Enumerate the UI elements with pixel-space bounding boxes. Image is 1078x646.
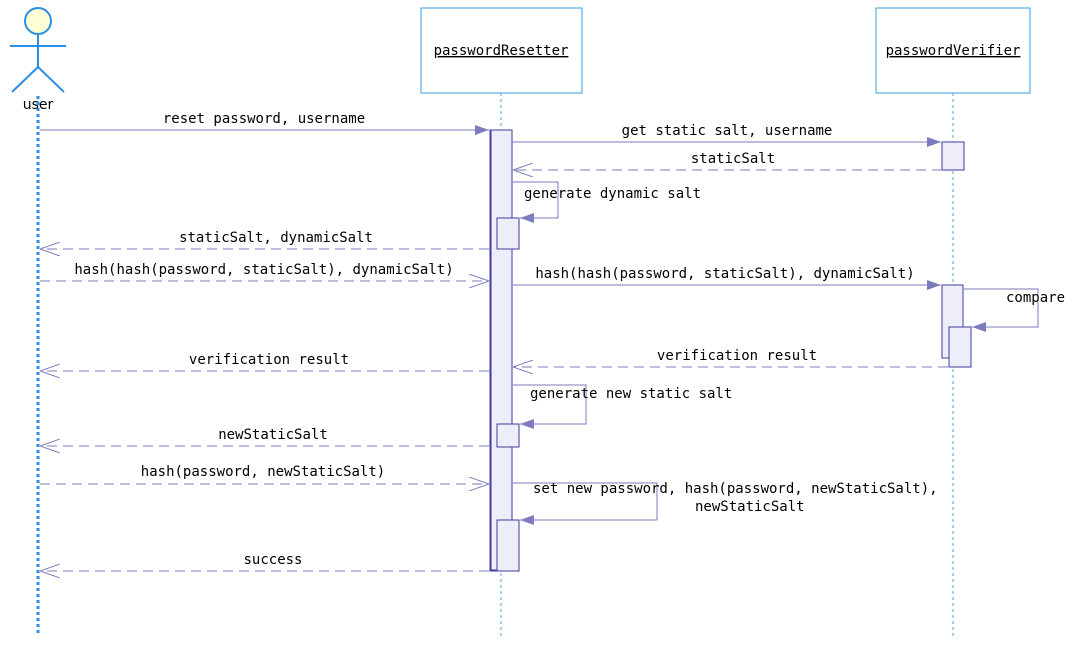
resetter-activation-main — [490, 129, 513, 571]
message-resetter-result-label: verification result — [189, 352, 349, 368]
message-new-static-salt-label: newStaticSalt — [218, 427, 328, 443]
message-verifier-result: verification result — [513, 348, 948, 367]
resetter-activation-dynamic-salt — [496, 217, 520, 250]
message-get-static-salt: get static salt, username — [512, 123, 941, 147]
message-static-salt-return: staticSalt — [513, 151, 942, 170]
resetter-activation-set-password — [496, 519, 520, 572]
verifier-activation-compare — [948, 326, 972, 368]
message-generate-new-static-salt: generate new static salt — [513, 384, 732, 429]
user-actor: user — [10, 7, 66, 113]
message-user-new-hash: hash(password, newStaticSalt) — [40, 464, 489, 484]
message-generate-new-static-salt-label: generate new static salt — [530, 386, 732, 402]
resetter-activation-new-salt — [496, 423, 520, 448]
message-new-static-salt: newStaticSalt — [40, 427, 489, 446]
message-get-static-salt-label: get static salt, username — [622, 123, 833, 139]
message-success: success — [40, 552, 489, 571]
user-actor-head — [24, 7, 52, 35]
message-reset-request: reset password, username — [40, 111, 489, 135]
message-salts-to-user-label: staticSalt, dynamicSalt — [179, 230, 373, 246]
verifier-activation-static-salt — [941, 141, 965, 171]
message-resetter-result: verification result — [40, 352, 489, 371]
message-salts-to-user: staticSalt, dynamicSalt — [40, 230, 489, 249]
message-user-hash-label: hash(hash(password, staticSalt), dynamic… — [74, 262, 453, 278]
message-verifier-result-label: verification result — [657, 348, 817, 364]
message-success-label: success — [243, 552, 302, 568]
password-verifier-label: passwordVerifier — [886, 43, 1021, 59]
message-forward-hash-label: hash(hash(password, staticSalt), dynamic… — [535, 266, 914, 282]
message-user-hash: hash(hash(password, staticSalt), dynamic… — [40, 262, 489, 281]
password-verifier-participant: passwordVerifier — [875, 7, 1031, 94]
message-set-new-password: set new password, hash(password, newStat… — [513, 481, 938, 525]
message-set-new-password-label-line2: newStaticSalt — [695, 499, 805, 515]
message-reset-request-label: reset password, username — [163, 111, 365, 127]
message-static-salt-return-label: staticSalt — [691, 151, 775, 167]
password-resetter-label: passwordResetter — [434, 43, 569, 59]
message-compare-label: compare — [1006, 290, 1065, 306]
message-forward-hash: hash(hash(password, staticSalt), dynamic… — [513, 266, 941, 290]
message-generate-dynamic-salt-label: generate dynamic salt — [524, 186, 701, 202]
password-resetter-participant: passwordResetter — [420, 7, 583, 94]
message-compare: compare — [964, 288, 1065, 332]
message-user-new-hash-label: hash(password, newStaticSalt) — [141, 464, 385, 480]
message-generate-dynamic-salt: generate dynamic salt — [513, 181, 701, 223]
message-set-new-password-label-line1: set new password, hash(password, newStat… — [533, 481, 938, 497]
